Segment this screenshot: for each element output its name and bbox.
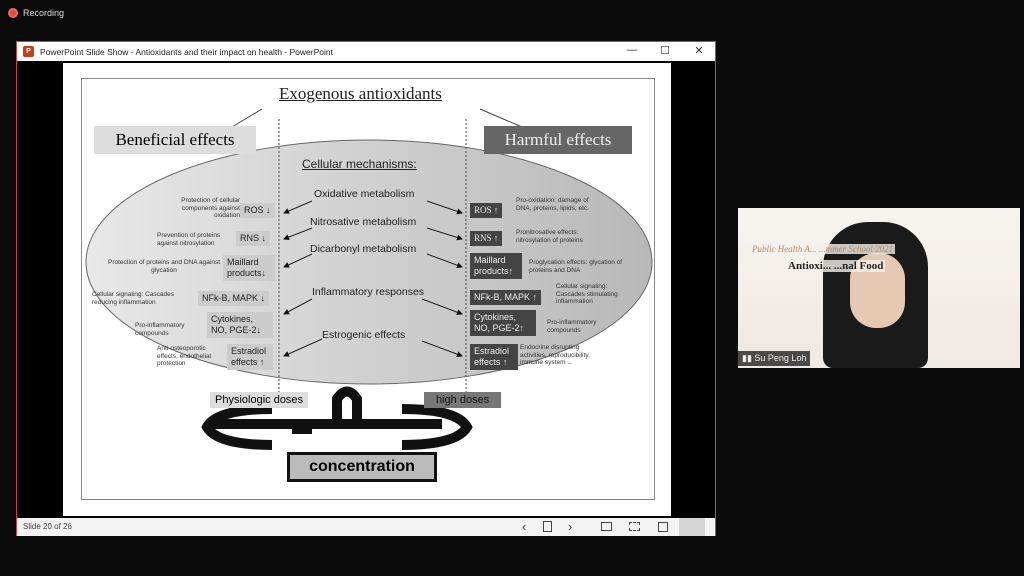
slide-stage: Exogenous antioxidants Beneficial effect… [17, 61, 715, 518]
previous-slide-button[interactable]: ‹ [522, 519, 527, 534]
left-description: Anti-osteoporotic effects, endothelial p… [157, 345, 212, 367]
physiologic-doses-label: Physiologic doses [210, 392, 309, 408]
left-description: Protection of proteins and DNA against g… [108, 259, 221, 274]
slide-menu-button[interactable] [543, 521, 552, 532]
recording-indicator: Recording [8, 8, 64, 18]
left-box: RNS ↓ [236, 231, 271, 246]
left-description: Prevention of proteins against nitrosyla… [157, 232, 221, 247]
slide: Exogenous antioxidants Beneficial effect… [63, 63, 671, 516]
slideshow-view-icon[interactable] [679, 518, 705, 536]
cellular-mechanisms-heading: Cellular mechanisms: [302, 157, 417, 171]
powerpoint-icon: P [23, 46, 34, 57]
participant-name: Su Peng Loh [754, 353, 807, 363]
left-box: ROS ↓ [240, 203, 275, 218]
slide-sorter-icon[interactable] [629, 522, 640, 531]
right-box: NFk-B, MAPK ↑ [470, 290, 542, 305]
reading-view-icon[interactable] [658, 522, 668, 532]
window-title: PowerPoint Slide Show - Antioxidants and… [40, 46, 333, 57]
left-box: Estradiol effects ↑ [227, 344, 273, 370]
slide-figure: Exogenous antioxidants Beneficial effect… [81, 78, 655, 500]
left-description: Pro-inflammatory compounds [135, 322, 185, 337]
video-banner-line1: Public Health A... ...mmer School 2021 [750, 244, 896, 254]
left-box: Cytokines, NO, PGE-2↓ [207, 312, 273, 338]
right-description: Endocrine disrupting activities, reprodu… [520, 344, 590, 366]
right-description: Pronitrosative effects: nitrosylation of… [516, 229, 583, 244]
right-box: Cytokines, NO, PGE-2↑ [470, 310, 536, 336]
concentration-label: concentration [290, 455, 434, 479]
left-box: NFk-B, MAPK ↓ [198, 291, 270, 306]
right-description: Proglycation effects: glycation of prote… [529, 259, 623, 274]
mechanism-label: Estrogenic effects [322, 329, 406, 341]
right-box: ROS ↑ [470, 203, 503, 218]
recording-label: Recording [23, 8, 65, 18]
slide-counter: Slide 20 of 26 [23, 522, 72, 531]
high-doses-label: high doses [424, 392, 502, 408]
maximize-button[interactable]: ☐ [660, 45, 670, 57]
close-button[interactable]: ✕ [694, 45, 704, 57]
next-slide-button[interactable]: › [568, 519, 573, 534]
video-banner-line2: Antioxi... ...nal Food [786, 260, 886, 272]
right-box: RNS ↑ [470, 231, 503, 246]
mechanism-label: Oxidative metabolism [314, 188, 415, 200]
normal-view-icon[interactable] [601, 522, 612, 531]
signal-icon: ▮▮ [742, 353, 755, 363]
title-bar: P PowerPoint Slide Show - Antioxidants a… [17, 42, 715, 61]
mechanism-label: Inflammatory responses [312, 286, 425, 298]
right-box: Maillard products↑ [470, 253, 522, 279]
right-description: Pro-oxidation: damage of DNA, proteins, … [516, 197, 589, 212]
right-description: Pro-inflammatory compounds [547, 319, 597, 334]
slide-title: Exogenous antioxidants [279, 84, 442, 103]
harmful-effects-label: Harmful effects [484, 126, 632, 154]
right-box: Estradiol effects ↑ [470, 344, 518, 370]
left-box: Maillard products↓ [223, 255, 275, 281]
participant-name-tag: ▮▮ Su Peng Loh [738, 351, 811, 366]
mechanism-label: Nitrosative metabolism [310, 216, 417, 228]
beneficial-effects-label: Beneficial effects [94, 126, 256, 154]
right-description: Cellular signaling: Cascades stimulating… [556, 283, 618, 305]
powerpoint-window: P PowerPoint Slide Show - Antioxidants a… [16, 41, 716, 536]
minimize-button[interactable]: — [626, 44, 638, 56]
record-icon [8, 8, 18, 18]
left-description: Cellular signaling: Cascades reducing in… [92, 291, 175, 306]
status-bar: Slide 20 of 26 ‹ › [17, 518, 715, 536]
participant-video: Public Health A... ...mmer School 2021 A… [738, 208, 1020, 368]
left-description: Protection of cellular components agains… [181, 197, 240, 219]
mechanism-label: Dicarbonyl metabolism [310, 243, 417, 255]
